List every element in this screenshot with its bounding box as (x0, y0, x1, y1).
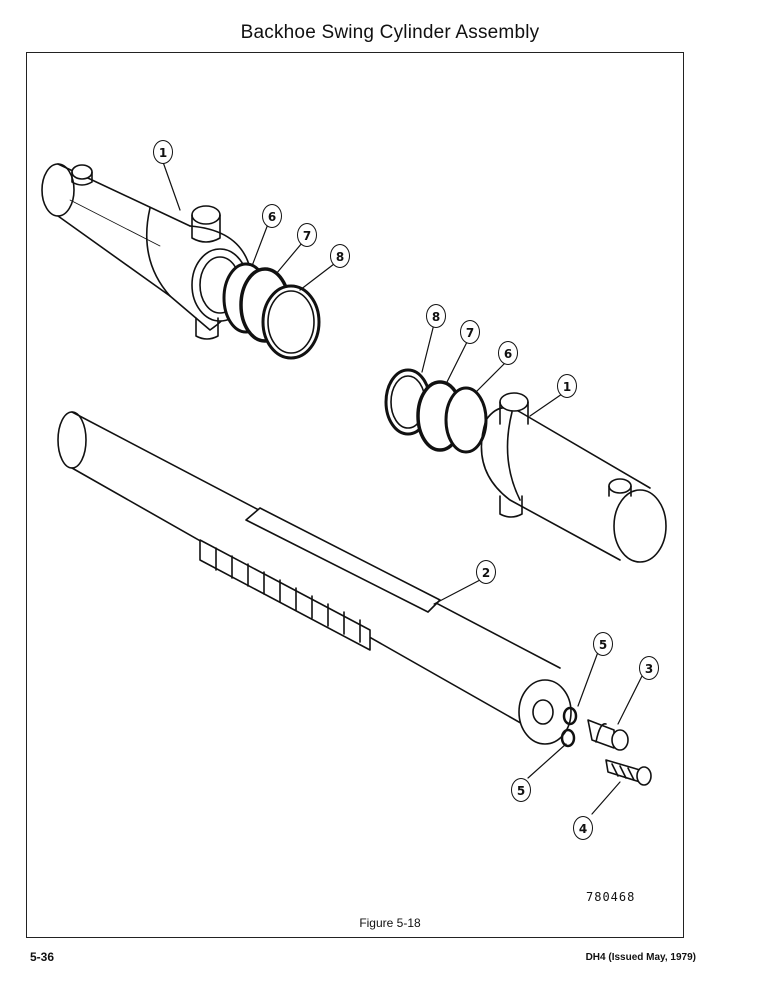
callout-6: 6 (498, 341, 518, 365)
cylinder-barrel-icon (384, 368, 667, 563)
callout-5: 5 (593, 632, 613, 656)
callout-2: 2 (476, 560, 496, 584)
drawing-number: 780468 (586, 890, 636, 904)
callout-8: 8 (426, 304, 446, 328)
callout-8: 8 (330, 244, 350, 268)
callout-3: 3 (639, 656, 659, 680)
o-ring-icon (562, 706, 578, 726)
figure-frame (26, 52, 684, 938)
figure-caption: Figure 5-18 (359, 916, 421, 930)
callout-6: 6 (262, 204, 282, 228)
document-reference: DH4 (Issued May, 1979) (585, 952, 696, 963)
o-ring-icon (560, 728, 576, 748)
callout-1: 1 (153, 140, 173, 164)
callout-7: 7 (297, 223, 317, 247)
seal-ring-icon (222, 262, 321, 360)
leader-lines (162, 161, 643, 815)
callout-4: 4 (573, 816, 593, 840)
piston-rack-icon (57, 411, 572, 745)
page-number: 5-36 (30, 950, 55, 964)
end-plug-icon (587, 719, 652, 786)
callout-5: 5 (511, 778, 531, 802)
callout-7: 7 (460, 320, 480, 344)
callout-1: 1 (557, 374, 577, 398)
page-title: Backhoe Swing Cylinder Assembly (240, 22, 540, 43)
